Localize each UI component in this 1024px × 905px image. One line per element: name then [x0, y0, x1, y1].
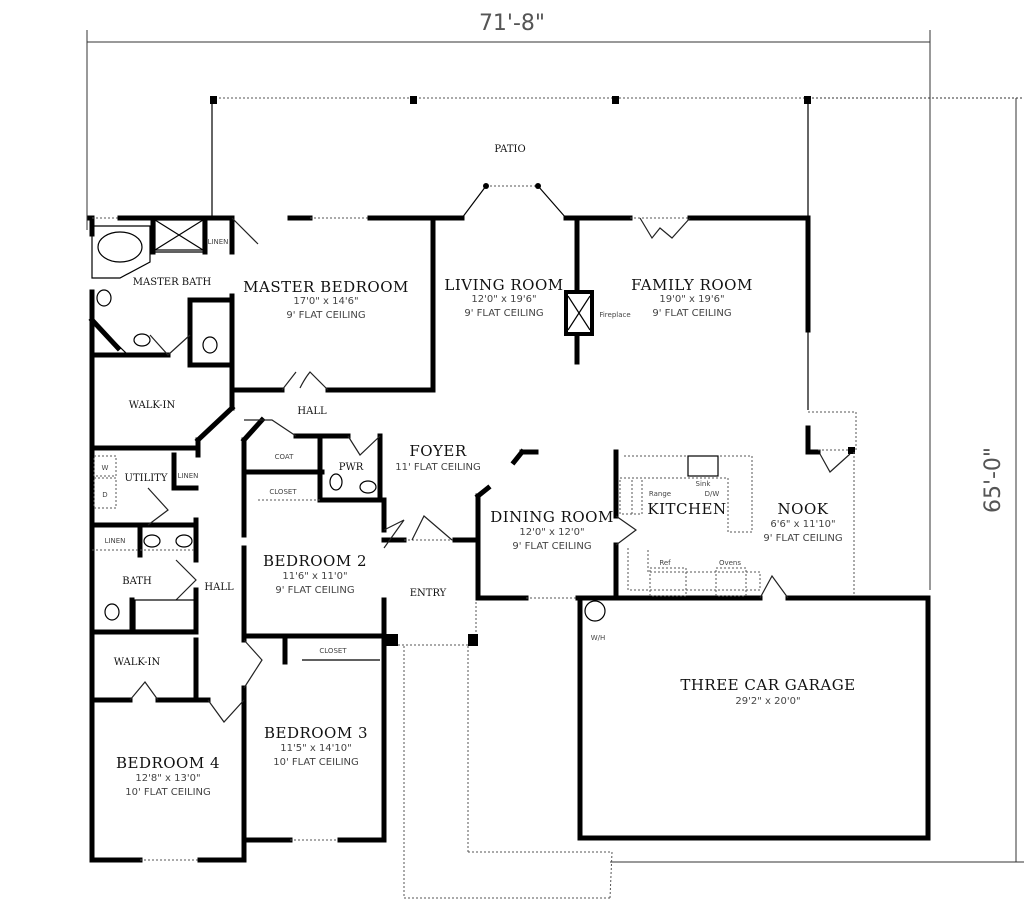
bedroom-2-label: BEDROOM 2 [263, 552, 367, 570]
toilet-icon [104, 603, 120, 621]
svg-text:COAT: COAT [275, 453, 295, 461]
range-icon [619, 477, 643, 515]
svg-text:Ref: Ref [659, 559, 671, 567]
family-room-label: FAMILY ROOM [631, 276, 753, 294]
utility-label: UTILITY [125, 473, 168, 484]
svg-text:W/H: W/H [591, 634, 606, 642]
pwr-label: PWR [339, 462, 364, 473]
svg-text:Sink: Sink [696, 480, 712, 488]
svg-text:29'2" x 20'0": 29'2" x 20'0" [735, 696, 800, 707]
svg-text:Range: Range [649, 490, 671, 498]
sink-icon [143, 534, 161, 548]
master-bath-label: MASTER BATH [133, 277, 212, 288]
svg-text:LINEN: LINEN [105, 537, 126, 545]
toilet-icon [329, 473, 343, 491]
doors [129, 217, 851, 723]
foyer-label: FOYER [409, 442, 467, 460]
svg-text:6'6" x 11'10": 6'6" x 11'10" [770, 519, 835, 530]
labels: MASTER BEDROOM 17'0" x 14'6" 9' FLAT CEI… [102, 238, 856, 798]
bedroom-4-label: BEDROOM 4 [116, 754, 220, 772]
kitchen-label: KITCHEN [647, 500, 726, 518]
bath-label: BATH [122, 576, 152, 587]
patio: PATIO [210, 96, 811, 218]
patio-post [612, 96, 619, 104]
hall-label: HALL [297, 406, 327, 417]
toilet-icon [202, 336, 218, 354]
svg-text:12'0" x 12'0": 12'0" x 12'0" [519, 527, 584, 538]
svg-text:10' FLAT CEILING: 10' FLAT CEILING [125, 787, 211, 798]
fixtures [91, 219, 761, 631]
svg-text:17'0" x 14'6": 17'0" x 14'6" [293, 296, 358, 307]
tub-icon [91, 225, 151, 279]
dimension-width: 71'-8" [86, 11, 931, 590]
entry-label: ENTRY [410, 588, 447, 599]
water-heater-icon [584, 600, 606, 622]
sink-icon [359, 480, 377, 494]
svg-text:Ovens: Ovens [719, 559, 741, 567]
master-bedroom-label: MASTER BEDROOM [243, 278, 409, 296]
svg-text:LINEN: LINEN [208, 238, 229, 246]
svg-text:19'0" x 19'6": 19'0" x 19'6" [659, 294, 724, 305]
svg-text:10' FLAT CEILING: 10' FLAT CEILING [273, 757, 359, 768]
svg-text:W: W [102, 464, 109, 472]
ovens-icon [715, 567, 747, 597]
svg-text:D/W: D/W [705, 490, 720, 498]
svg-text:11' FLAT CEILING: 11' FLAT CEILING [395, 462, 481, 473]
walk-in-label-2: WALK-IN [114, 657, 161, 668]
svg-text:CLOSET: CLOSET [269, 488, 297, 496]
sink-icon [96, 289, 112, 307]
svg-text:9' FLAT CEILING: 9' FLAT CEILING [286, 310, 365, 321]
refrigerator-icon [649, 567, 687, 597]
svg-text:11'5" x 14'10": 11'5" x 14'10" [280, 743, 352, 754]
width-label: 71'-8" [479, 11, 545, 36]
svg-text:11'6" x 11'0": 11'6" x 11'0" [282, 571, 347, 582]
svg-text:D: D [102, 491, 107, 499]
dryer-icon [93, 477, 117, 509]
depth-label: 65'-0" [981, 447, 1006, 513]
svg-text:9' FLAT CEILING: 9' FLAT CEILING [464, 308, 543, 319]
svg-text:9' FLAT CEILING: 9' FLAT CEILING [652, 308, 731, 319]
hall-label-2: HALL [204, 582, 234, 593]
svg-text:9' FLAT CEILING: 9' FLAT CEILING [512, 541, 591, 552]
nook-label: NOOK [778, 500, 829, 518]
svg-text:CLOSET: CLOSET [319, 647, 347, 655]
living-room-label: LIVING ROOM [444, 276, 563, 294]
sink-icon [133, 333, 151, 347]
bathtub-icon [134, 599, 196, 631]
svg-text:12'8" x 13'0": 12'8" x 13'0" [135, 773, 200, 784]
svg-text:12'0" x 19'6": 12'0" x 19'6" [471, 294, 536, 305]
washer-icon [93, 455, 117, 477]
svg-text:9' FLAT CEILING: 9' FLAT CEILING [275, 585, 354, 596]
walls [87, 183, 931, 899]
patio-post [410, 96, 417, 104]
patio-post [804, 96, 811, 104]
patio-post [210, 96, 217, 104]
patio-label: PATIO [494, 144, 525, 155]
svg-text:LINEN: LINEN [178, 472, 199, 480]
dimension-depth: 65'-0" [610, 97, 1024, 863]
shower-icon [154, 219, 204, 251]
garage-label: THREE CAR GARAGE [680, 676, 855, 694]
dining-room-label: DINING ROOM [490, 508, 614, 526]
bedroom-3-label: BEDROOM 3 [264, 724, 368, 742]
kitchen-sink-icon [687, 455, 719, 477]
tub-icon [97, 231, 143, 263]
sink-icon [175, 534, 193, 548]
svg-text:Fireplace: Fireplace [599, 311, 630, 319]
svg-text:9' FLAT CEILING: 9' FLAT CEILING [763, 533, 842, 544]
walk-in-label: WALK-IN [129, 400, 176, 411]
